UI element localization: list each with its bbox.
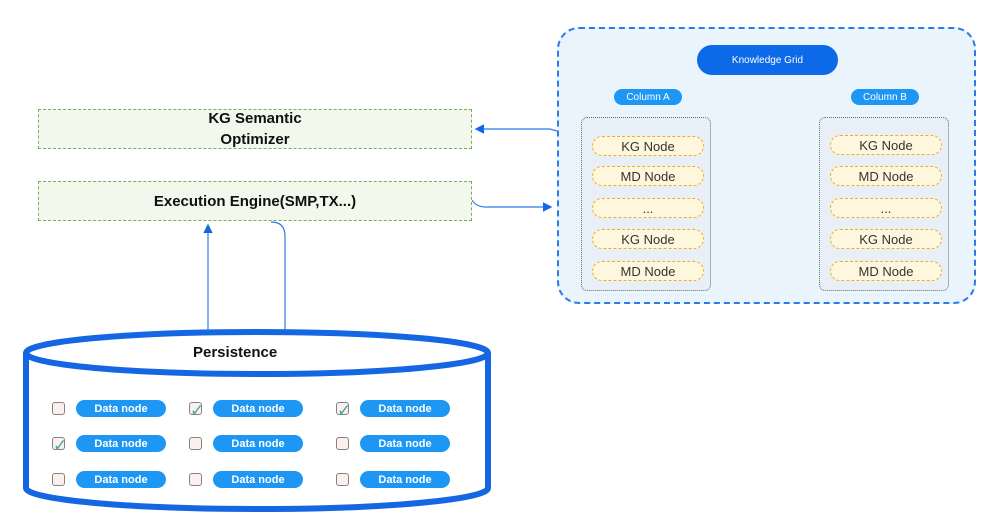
data-node-label: Data node [76, 435, 166, 452]
check-icon: ✓ [53, 436, 68, 455]
column-b-node: ... [830, 198, 942, 218]
column-b-label: Column B [851, 89, 919, 105]
data-node-label: Data node [213, 400, 303, 417]
execution-engine-label: Execution Engine(SMP,TX...) [153, 192, 357, 210]
column-b-node: MD Node [830, 261, 942, 281]
checkbox[interactable] [52, 473, 65, 486]
checkbox[interactable] [52, 402, 65, 415]
check-icon: ✓ [190, 401, 205, 420]
arrow-engine-to-persistence [270, 221, 290, 341]
persistence-label: Persistence [193, 344, 278, 361]
checked-checkbox[interactable]: ✓ [52, 437, 67, 454]
arrow-grid-to-optimizer [474, 124, 558, 134]
column-a-node: MD Node [592, 261, 704, 281]
check-icon: ✓ [337, 401, 352, 420]
checkbox[interactable] [336, 437, 349, 450]
column-b-node: KG Node [830, 135, 942, 155]
data-node-label: Data node [360, 471, 450, 488]
data-node-label: Data node [360, 435, 450, 452]
column-b-node: MD Node [830, 166, 942, 186]
execution-engine-box: Execution Engine(SMP,TX...) [38, 181, 472, 221]
column-b-node: KG Node [830, 229, 942, 249]
data-node-label: Data node [76, 400, 166, 417]
knowledge-grid-title: Knowledge Grid [697, 45, 838, 75]
data-node-label: Data node [213, 471, 303, 488]
checked-checkbox[interactable]: ✓ [189, 402, 204, 419]
column-a-node: KG Node [592, 229, 704, 249]
column-a-node: ... [592, 198, 704, 218]
kg-semantic-optimizer-box: KG Semantic Optimizer [38, 109, 472, 149]
column-a-node: MD Node [592, 166, 704, 186]
data-node-label: Data node [213, 435, 303, 452]
column-a-label: Column A [614, 89, 682, 105]
data-node-label: Data node [360, 400, 450, 417]
kg-semantic-optimizer-label: KG Semantic Optimizer [208, 110, 302, 148]
column-a-node: KG Node [592, 136, 704, 156]
checkbox[interactable] [189, 437, 202, 450]
checkbox[interactable] [336, 473, 349, 486]
data-node-label: Data node [76, 471, 166, 488]
checked-checkbox[interactable]: ✓ [336, 402, 351, 419]
arrow-engine-to-grid [471, 199, 553, 212]
checkbox[interactable] [189, 473, 202, 486]
